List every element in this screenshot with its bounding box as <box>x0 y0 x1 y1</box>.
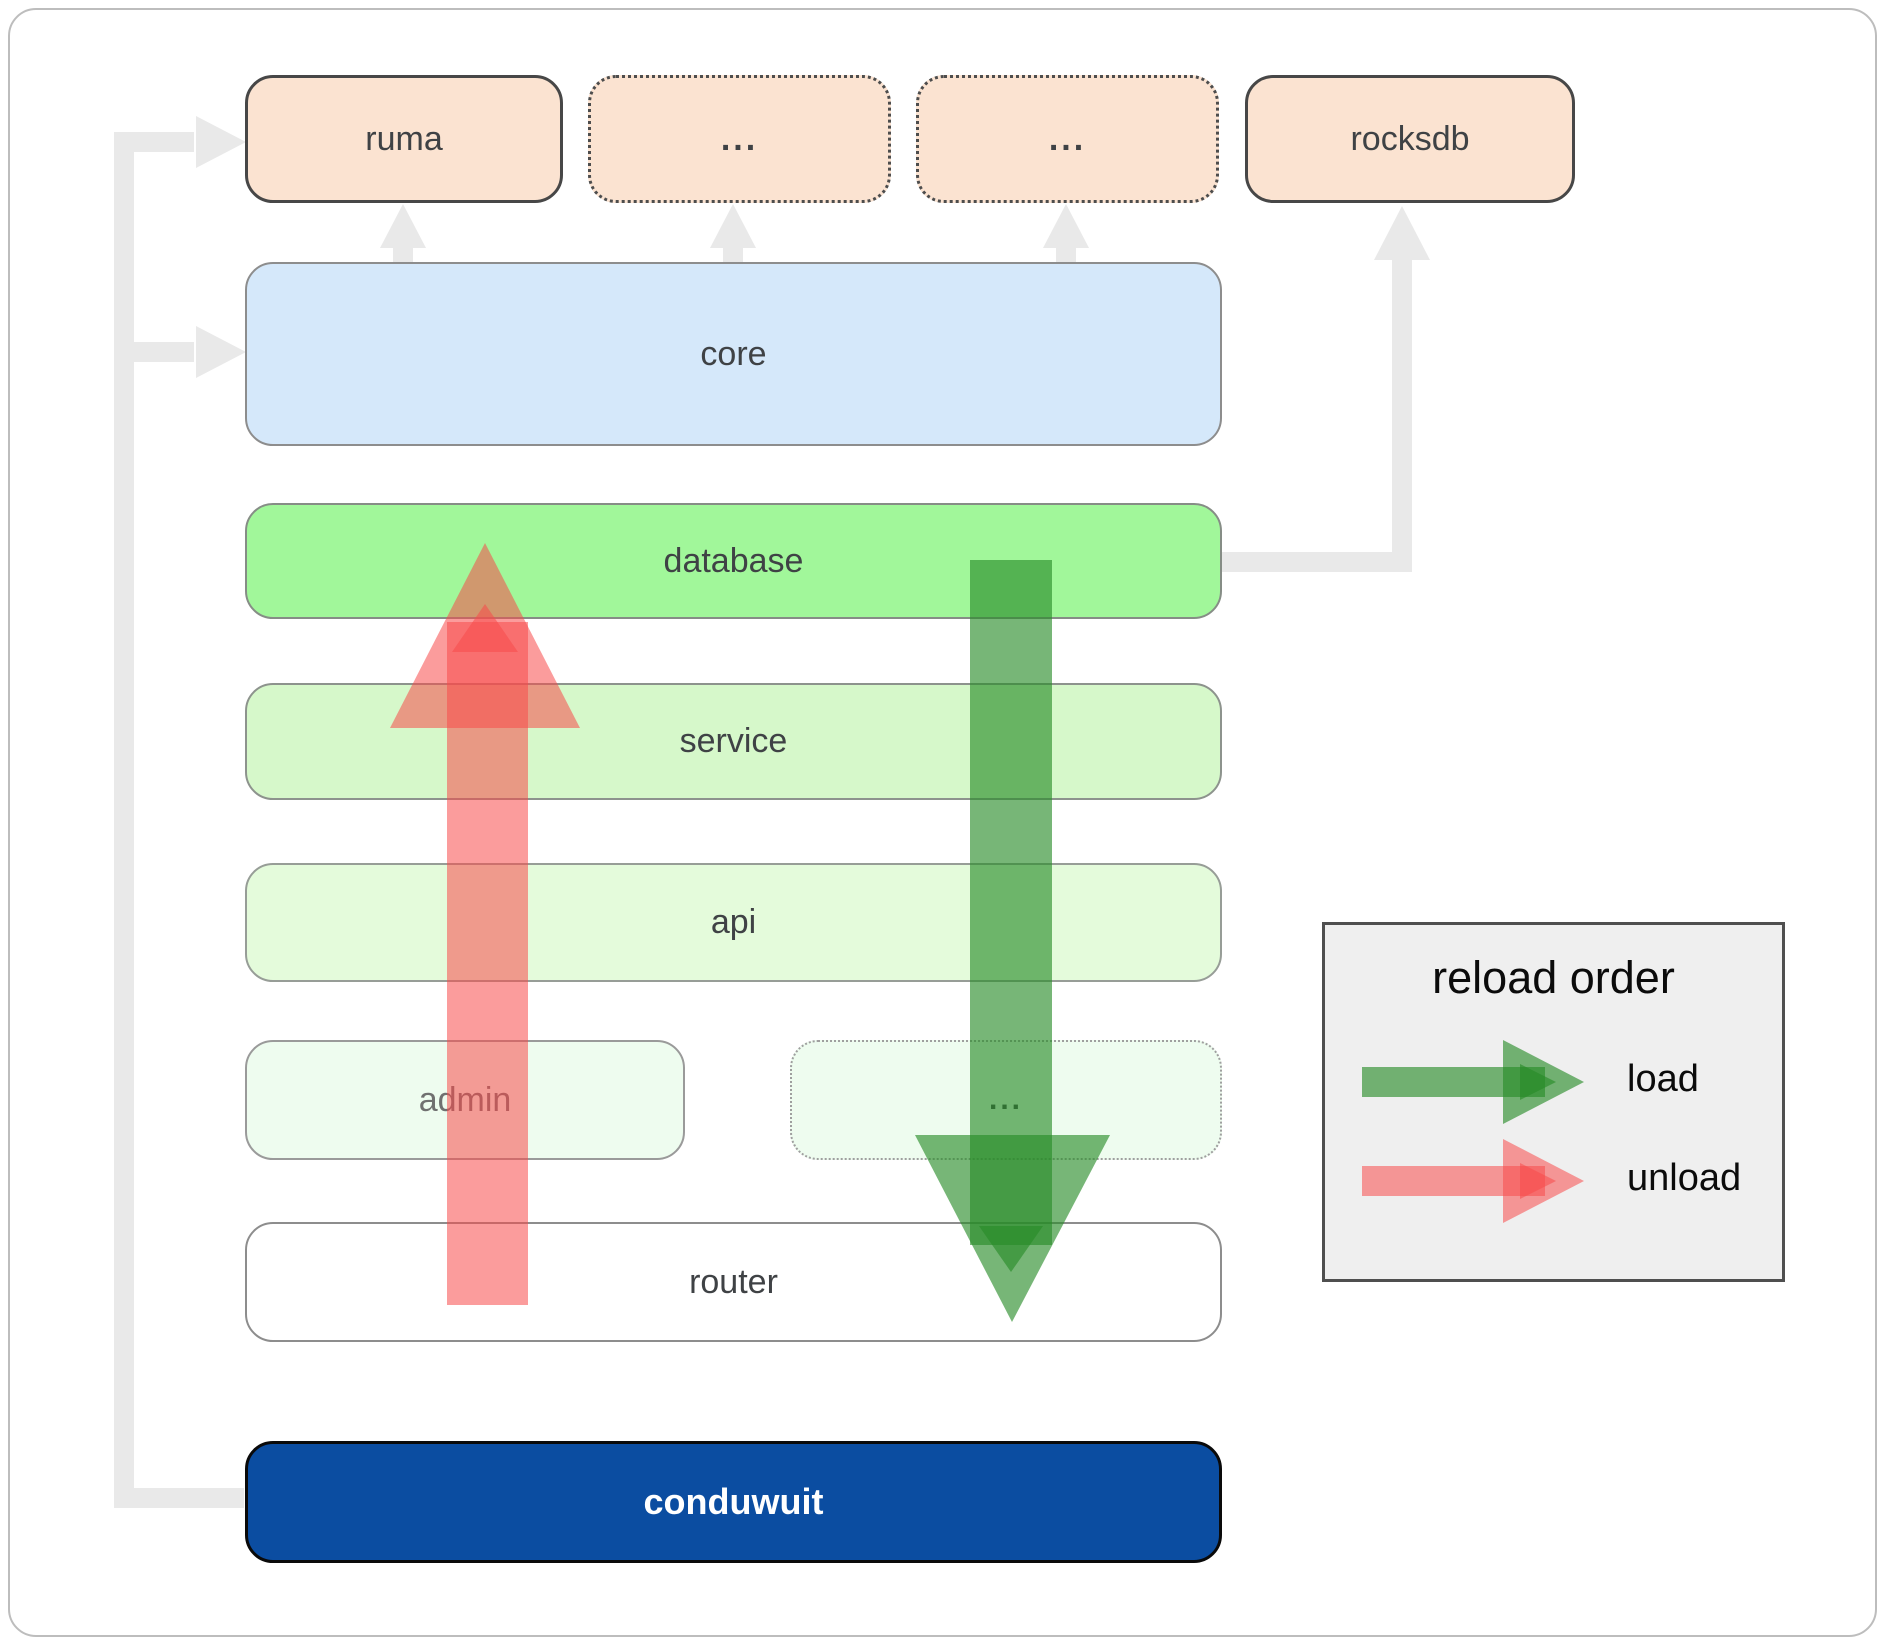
box-service: service <box>245 683 1222 800</box>
box-crate-ellipsis-2: ... <box>916 75 1219 203</box>
box-api: api <box>245 863 1222 982</box>
box-rocksdb-label: rocksdb <box>1350 119 1470 158</box>
box-database-label: database <box>663 541 804 580</box>
box-core: core <box>245 262 1222 446</box>
box-crate-ellipsis-1-label: ... <box>720 119 759 158</box>
box-rocksdb: rocksdb <box>1245 75 1575 203</box>
box-ruma: ruma <box>245 75 563 203</box>
box-admin-ellipsis: ... <box>790 1040 1222 1160</box>
box-database: database <box>245 503 1222 619</box>
legend-title: reload order <box>1432 952 1675 1003</box>
box-conduwuit-label: conduwuit <box>643 1481 824 1522</box>
box-router: router <box>245 1222 1222 1342</box>
box-crate-ellipsis-2-label: ... <box>1048 119 1087 158</box>
box-admin-label: admin <box>418 1080 512 1119</box>
box-ruma-label: ruma <box>365 119 443 158</box>
box-conduwuit: conduwuit <box>245 1441 1222 1563</box>
legend-load-label: load <box>1627 1058 1699 1100</box>
box-router-label: router <box>689 1262 778 1301</box>
box-service-label: service <box>679 722 788 760</box>
box-api-label: api <box>710 903 757 941</box>
box-crate-ellipsis-1: ... <box>588 75 891 203</box>
legend-unload-label: unload <box>1627 1157 1742 1199</box>
box-admin-ellipsis-label: ... <box>988 1083 1023 1116</box>
box-core-label: core <box>700 334 767 373</box>
outer-border <box>8 8 1877 1637</box>
box-admin: admin <box>245 1040 685 1160</box>
